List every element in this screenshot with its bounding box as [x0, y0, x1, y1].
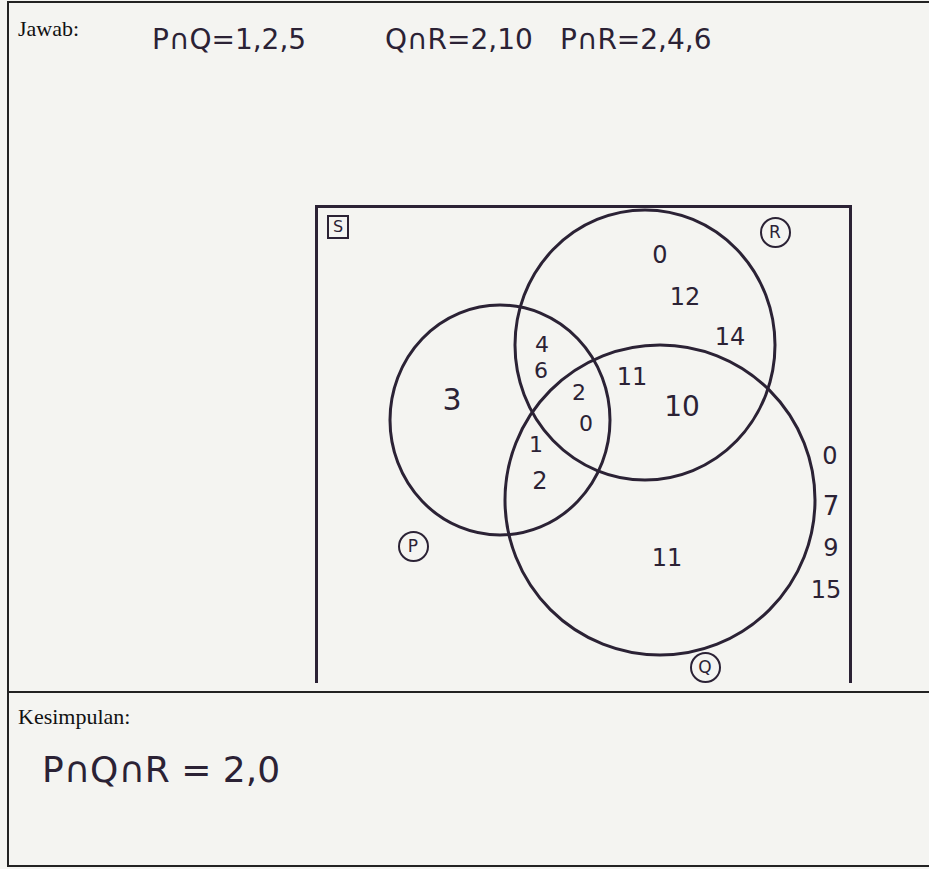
- intersection-note: Q∩R=2,10: [385, 26, 533, 54]
- element-number: 7: [823, 493, 840, 519]
- element-number: 11: [617, 365, 648, 389]
- element-number: 14: [715, 325, 746, 349]
- element-number: 2: [572, 382, 586, 404]
- section-heading: Jawab:: [18, 18, 79, 40]
- set-name-circled: Q: [690, 652, 721, 683]
- universal-set-box: S R P Q: [315, 205, 852, 683]
- element-number: 6: [534, 360, 548, 382]
- set-boundary: [505, 345, 815, 655]
- element-number: 9: [823, 536, 838, 560]
- intersection-note: P∩R=2,4,6: [560, 26, 712, 54]
- element-number: 11: [652, 546, 683, 570]
- element-number: 15: [811, 578, 842, 602]
- frame-border: [8, 2, 929, 866]
- circle-outline: [502, 342, 818, 658]
- element-number: 0: [822, 444, 837, 468]
- set-boundary: [390, 305, 610, 535]
- set-name-circled: P: [398, 531, 429, 562]
- element-number: 4: [535, 334, 549, 356]
- section-divider: [8, 691, 929, 693]
- element-number: 2: [532, 469, 547, 493]
- element-number: 12: [670, 285, 701, 309]
- element-number: 0: [652, 243, 667, 267]
- element-number: 10: [664, 393, 700, 421]
- element-number: 0: [579, 413, 593, 435]
- set-name-circled: R: [760, 217, 791, 248]
- conclusion-answer: P∩Q∩R = 2,0: [42, 752, 280, 788]
- section-heading: Kesimpulan:: [18, 706, 130, 728]
- element-number: 1: [529, 434, 543, 456]
- intersection-note: P∩Q=1,2,5: [152, 26, 306, 54]
- set-name-tag: S: [327, 215, 349, 239]
- set-q-circle: Q: [502, 342, 818, 658]
- element-number: 3: [442, 385, 461, 415]
